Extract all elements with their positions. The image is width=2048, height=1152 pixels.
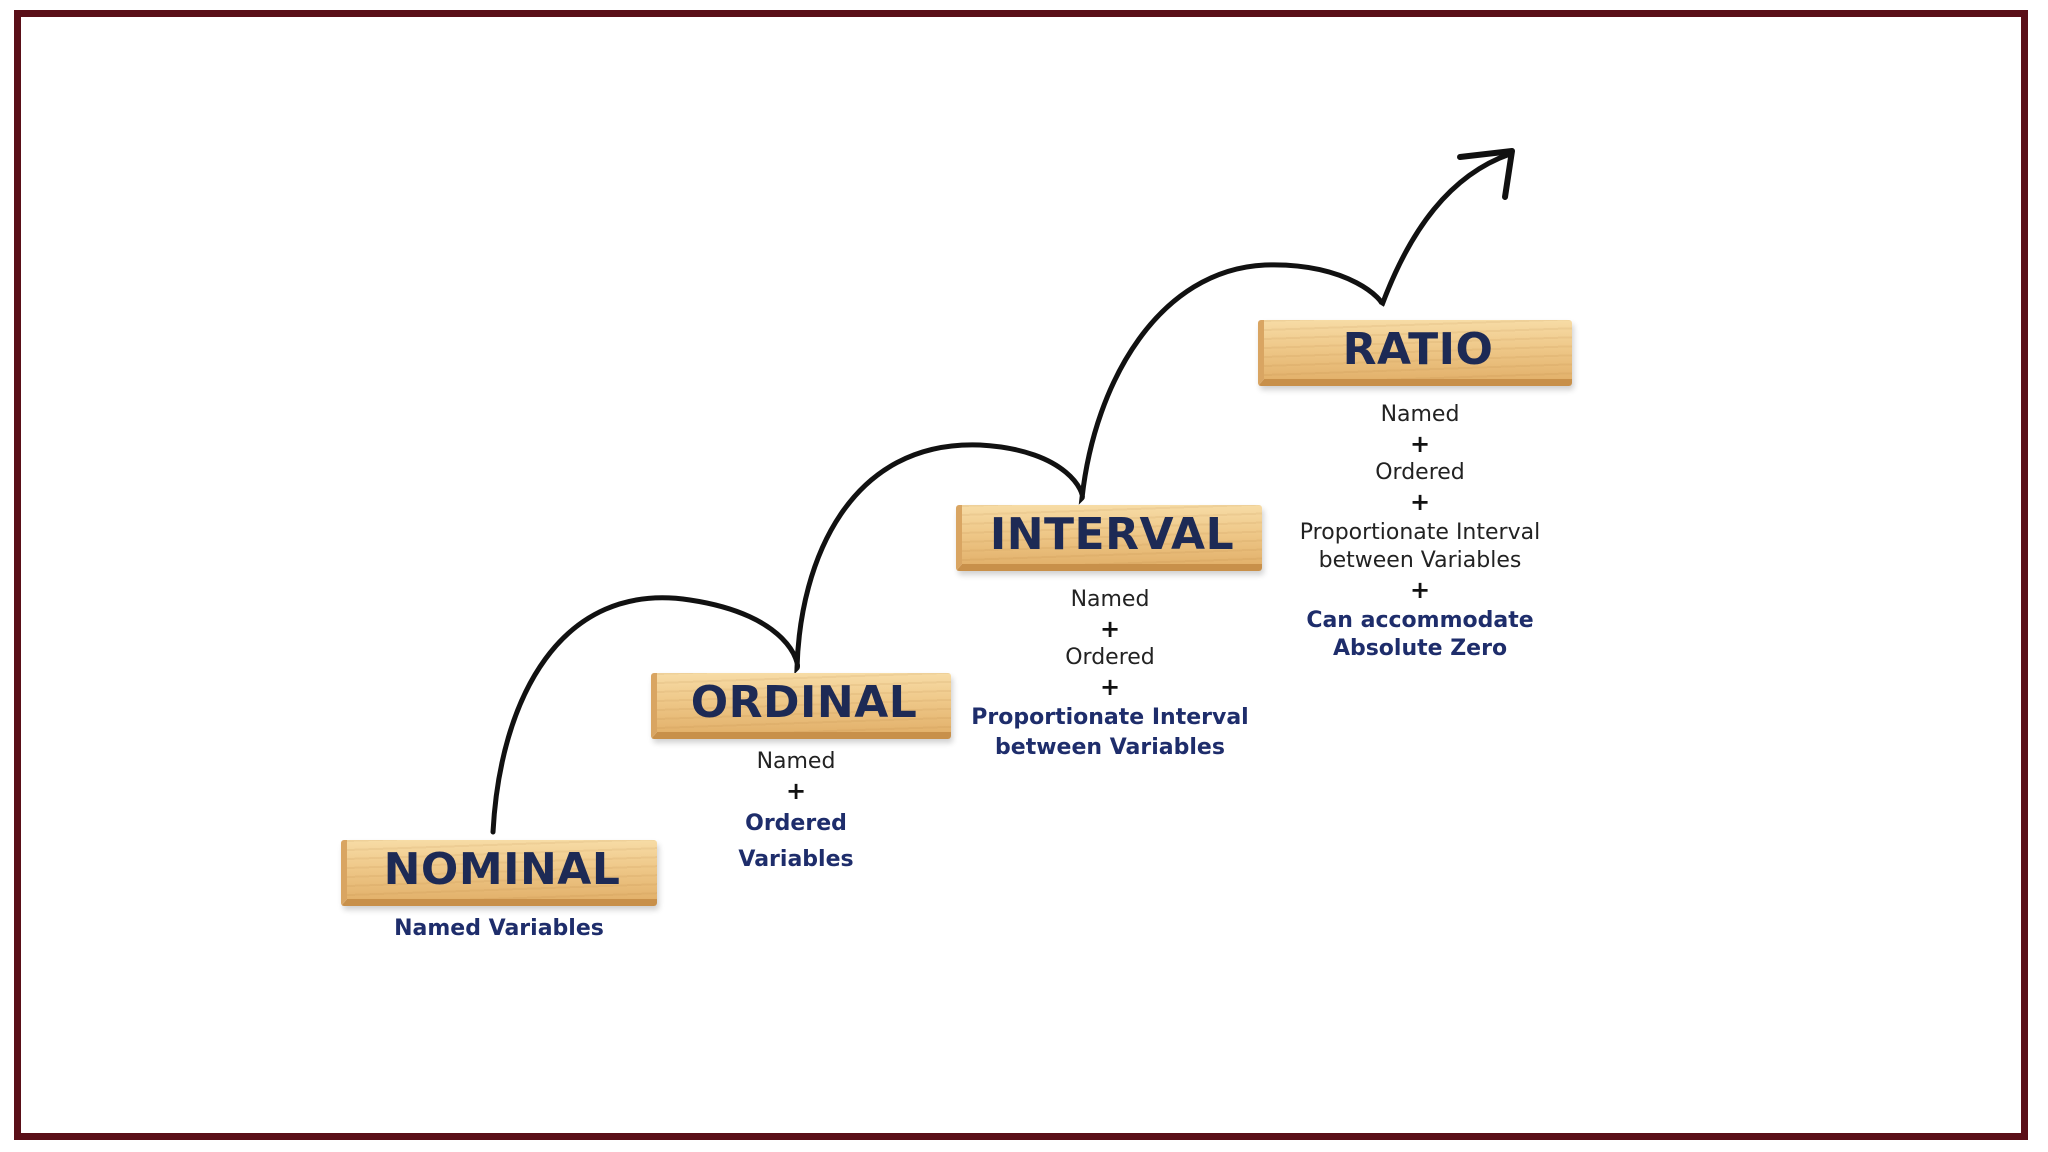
ordinal-title: ORDINAL <box>690 677 918 728</box>
ordinal-line-3: Variables <box>738 847 854 872</box>
nominal-title: NOMINAL <box>383 844 621 895</box>
nominal-block: NOMINAL <box>341 840 657 906</box>
ratio-block: RATIO <box>1258 320 1572 386</box>
ratio-line-5: between Variables <box>1318 548 1522 573</box>
ratio-description: Named + Ordered + Proportionate Interval… <box>1270 401 1570 663</box>
interval-plus-0: + <box>1099 615 1121 643</box>
ratio-plus-0: + <box>1409 430 1431 458</box>
ratio-line-2: Ordered <box>1375 460 1465 485</box>
ratio-line-7: Can accommodate <box>1306 608 1534 633</box>
ordinal-block: ORDINAL <box>651 673 951 739</box>
ratio-plus-2: + <box>1409 576 1431 604</box>
progression-curve <box>490 151 1513 835</box>
arrowhead-icon <box>1457 148 1515 200</box>
ratio-line-8: Absolute Zero <box>1332 636 1508 661</box>
interval-block: INTERVAL <box>956 505 1262 571</box>
ordinal-line-2: Ordered <box>745 811 847 836</box>
border-frame <box>14 10 2028 1140</box>
ordinal-plus-0: + <box>785 777 807 805</box>
ordinal-description: Named + Ordered Variables <box>651 748 941 874</box>
interval-plus-1: + <box>1099 673 1121 701</box>
ratio-plus-1: + <box>1409 488 1431 516</box>
ratio-title: RATIO <box>1342 324 1494 375</box>
interval-line-2: Ordered <box>1065 645 1155 670</box>
nominal-description: Named Variables <box>349 915 649 943</box>
interval-line-0: Named <box>1070 587 1150 612</box>
nominal-line-0: Named Variables <box>394 916 604 941</box>
ratio-line-4: Proportionate Interval <box>1299 520 1541 545</box>
interval-line-4: Proportionate Interval <box>971 705 1249 730</box>
ratio-line-0: Named <box>1380 402 1460 427</box>
ordinal-line-0: Named <box>756 749 836 774</box>
interval-description: Named + Ordered + Proportionate Interval… <box>960 586 1260 762</box>
interval-line-5: between Variables <box>995 735 1225 760</box>
interval-title: INTERVAL <box>989 509 1235 560</box>
